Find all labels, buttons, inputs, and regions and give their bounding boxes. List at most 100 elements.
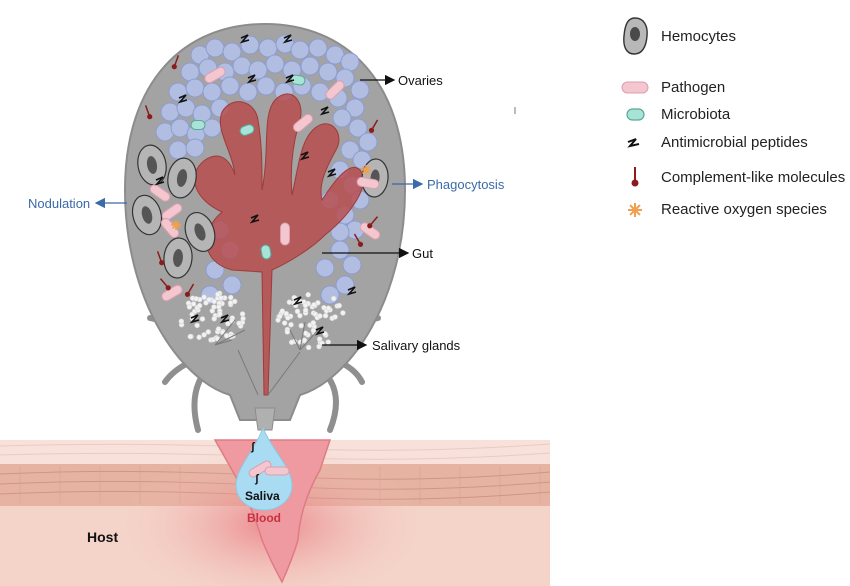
salivary-acinus bbox=[311, 328, 316, 333]
legend-item-antimicrobial-peptides: Antimicrobial peptides bbox=[620, 128, 848, 158]
nodulation-label: Nodulation bbox=[28, 196, 90, 211]
tick-mouthparts bbox=[255, 408, 275, 430]
ovary-lobe bbox=[239, 83, 257, 101]
salivary-acinus bbox=[312, 302, 317, 307]
legend-label-ros: Reactive oxygen species bbox=[661, 201, 827, 218]
ovary-lobe bbox=[321, 286, 339, 304]
salivary-acinus bbox=[289, 322, 294, 327]
salivary-acinus bbox=[197, 303, 202, 308]
salivary-acinus bbox=[241, 316, 246, 321]
ovaries-label: Ovaries bbox=[398, 73, 443, 88]
salivary-acinus bbox=[311, 320, 316, 325]
microbiota-cell bbox=[191, 121, 205, 130]
ovary-lobe bbox=[301, 57, 319, 75]
salivary-acinus bbox=[333, 315, 338, 320]
salivary-acinus bbox=[306, 345, 311, 350]
salivary-acinus bbox=[303, 303, 308, 308]
ovary-lobe bbox=[316, 259, 334, 277]
salivary-acinus bbox=[179, 319, 184, 324]
ovary-lobe bbox=[203, 83, 221, 101]
ovary-lobe bbox=[186, 139, 204, 157]
salivary-acinus bbox=[219, 295, 224, 300]
salivary-acinus bbox=[303, 308, 308, 313]
salivary-acinus bbox=[295, 309, 300, 314]
legend-label-antimicrobial-peptides: Antimicrobial peptides bbox=[661, 134, 808, 151]
salivary-acinus bbox=[228, 295, 233, 300]
ovary-lobe bbox=[169, 83, 187, 101]
legend-item-microbiota: Microbiota bbox=[620, 100, 848, 130]
salivary-acinus bbox=[318, 314, 323, 319]
ovary-lobe bbox=[169, 141, 187, 159]
salivary-acinus bbox=[212, 305, 217, 310]
salivary-acinus bbox=[331, 296, 336, 301]
salivary-acinus bbox=[297, 313, 302, 318]
salivary-acinus bbox=[276, 318, 281, 323]
ovary-lobe bbox=[186, 79, 204, 97]
salivary-acinus bbox=[282, 321, 287, 326]
salivary-acinus bbox=[326, 340, 331, 345]
tick-mark bbox=[514, 107, 516, 114]
salivary-acinus bbox=[287, 300, 292, 305]
ovary-lobe bbox=[319, 63, 337, 81]
salivary-acinus bbox=[212, 316, 217, 321]
ovary-lobe bbox=[241, 36, 259, 54]
salivary-acinus bbox=[207, 297, 212, 302]
salivary-acinus bbox=[232, 299, 237, 304]
legend-item-pathogen: Pathogen bbox=[620, 73, 848, 103]
legend-label-hemocytes: Hemocytes bbox=[661, 28, 736, 45]
pathogen bbox=[281, 223, 290, 245]
ovary-lobe bbox=[221, 77, 239, 95]
ovary-lobe bbox=[331, 241, 349, 259]
gut-label: Gut bbox=[412, 246, 433, 261]
ovary-lobe bbox=[161, 103, 179, 121]
phagocytosis-label: Phagocytosis bbox=[427, 177, 505, 192]
ovary-lobe bbox=[333, 109, 351, 127]
ros-burst bbox=[171, 220, 181, 230]
salivary-acinus bbox=[216, 327, 221, 332]
salivary-acinus bbox=[303, 331, 308, 336]
salivary-acinus bbox=[197, 335, 202, 340]
salivary-acinus bbox=[306, 292, 311, 297]
salivary-acinus bbox=[191, 301, 196, 306]
ovary-lobe bbox=[203, 119, 221, 137]
salivary-acinus bbox=[187, 305, 192, 310]
ovary-lobe bbox=[341, 53, 359, 71]
ovary-lobe bbox=[223, 276, 241, 294]
salivary-acinus bbox=[202, 332, 207, 337]
ovary-lobe bbox=[171, 119, 189, 137]
ovary-lobe bbox=[351, 81, 369, 99]
salivary-acinus bbox=[230, 319, 235, 324]
legend-item-complement: Complement-like molecules bbox=[620, 163, 848, 193]
ovary-lobe bbox=[181, 63, 199, 81]
salivary-acinus bbox=[194, 296, 199, 301]
salivary-acinus bbox=[299, 323, 304, 328]
legend-item-ros: Reactive oxygen species bbox=[620, 195, 848, 225]
hemocyte-icon bbox=[620, 16, 650, 56]
ovary-lobe bbox=[266, 55, 284, 73]
ros-icon bbox=[620, 195, 650, 225]
ros-burst bbox=[361, 165, 371, 175]
legend-label-pathogen: Pathogen bbox=[661, 79, 725, 96]
salivary-acinus bbox=[206, 329, 211, 334]
salivary-acinus bbox=[200, 317, 205, 322]
saliva-label: Saliva bbox=[245, 489, 280, 503]
salivary-acinus bbox=[326, 306, 331, 311]
legend-item-hemocytes: Hemocytes bbox=[620, 22, 848, 52]
salivary-acinus bbox=[289, 340, 294, 345]
complement-molecule-icon bbox=[620, 163, 650, 193]
salivary-acinus bbox=[284, 311, 289, 316]
microbiota-icon bbox=[620, 100, 650, 130]
ovary-lobe bbox=[291, 41, 309, 59]
antimicrobial-peptide-icon bbox=[620, 128, 650, 158]
salivary-acinus bbox=[212, 299, 217, 304]
salivary-acinus bbox=[217, 311, 222, 316]
salivary-acinus bbox=[285, 329, 290, 334]
ovary-lobe bbox=[233, 57, 251, 75]
ovary-lobe bbox=[309, 39, 327, 57]
ovary-lobe bbox=[257, 77, 275, 95]
salivary-acinus bbox=[337, 303, 342, 308]
ovary-lobe bbox=[343, 256, 361, 274]
salivary-acinus bbox=[188, 334, 193, 339]
salivary-acinus bbox=[240, 312, 245, 317]
ovary-lobe bbox=[206, 39, 224, 57]
